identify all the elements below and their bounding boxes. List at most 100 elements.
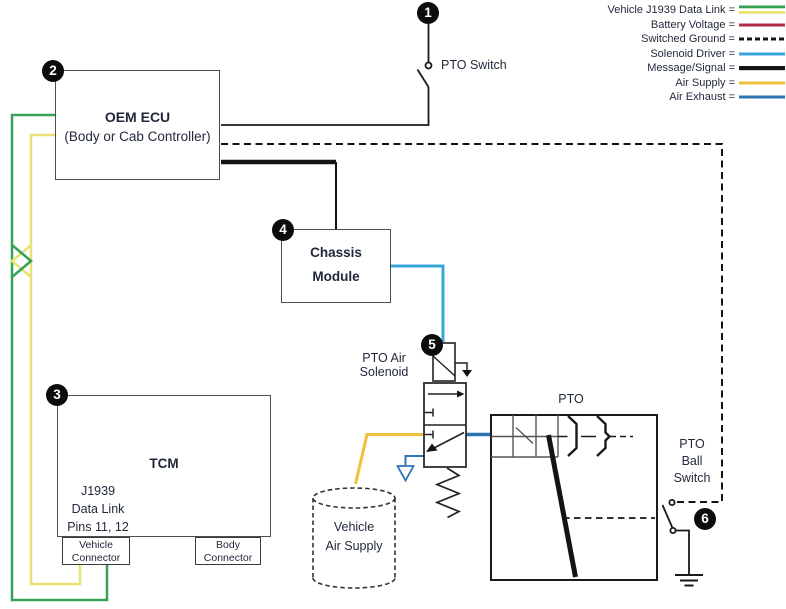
callout-3: 3: [46, 384, 68, 406]
exhaust-stub-line: [404, 455, 424, 465]
legend-swatch-air-exhaust: [739, 95, 785, 99]
switch-blade: [416, 69, 430, 88]
tcm-datalink-line3: Pins 11, 12: [67, 520, 129, 534]
tcm-datalink-line2: Data Link: [71, 502, 125, 516]
legend-row-switched-ground: Switched Ground =: [607, 32, 785, 47]
clutch-plate-1: [567, 415, 578, 457]
legend-swatch-air-supply: [739, 81, 785, 85]
legend-swatch-solenoid-driver: [739, 52, 785, 56]
legend-row-air-supply: Air Supply =: [607, 76, 785, 91]
legend-row-j1939: Vehicle J1939 Data Link =: [607, 3, 785, 18]
legend-label-air-exhaust: Air Exhaust =: [669, 91, 735, 104]
legend-label-battery: Battery Voltage =: [650, 18, 735, 31]
pto-housing: [490, 414, 658, 581]
tcm-box: [57, 395, 271, 537]
callout-5: 5: [421, 334, 443, 356]
ball-switch-top-contact: [668, 498, 676, 506]
air-supply-line: [354, 433, 424, 485]
vehicle-air-supply-label: Vehicle Air Supply: [312, 518, 396, 556]
vehicle-connector-line2: Connector: [71, 552, 121, 564]
pto-air-solenoid-line1: PTO Air: [362, 351, 406, 365]
switch-contact: [424, 61, 433, 70]
vehicle-air-supply-line1: Vehicle: [333, 520, 375, 534]
switch-to-ecu-wire: [221, 87, 430, 126]
legend-row-message-signal: Message/Signal =: [607, 61, 785, 76]
legend-swatch-message-signal: [739, 66, 785, 71]
body-connector-line2: Connector: [203, 552, 253, 564]
legend-row-solenoid-driver: Solenoid Driver =: [607, 47, 785, 62]
exhaust-port-symbol: [395, 465, 416, 483]
callout-4: 4: [272, 219, 294, 241]
legend-label-j1939: Vehicle J1939 Data Link =: [607, 4, 735, 17]
j1939-yellow-wire: [29, 133, 82, 586]
tcm-title: TCM: [149, 456, 179, 471]
pto-switch-label: PTO Switch: [441, 58, 507, 72]
tcm-datalink-text: J1939 Data Link Pins 11, 12: [54, 482, 142, 536]
tank-bottom: [312, 577, 396, 589]
vehicle-connector-box: Vehicle Connector: [62, 537, 130, 565]
pto-switch-circuit: [221, 24, 433, 126]
legend-label-message-signal: Message/Signal =: [647, 62, 735, 75]
oem-ecu-title: OEM ECU: [104, 109, 171, 125]
vehicle-connector-line1: Vehicle: [79, 539, 113, 551]
j1939-green-wire: [10, 113, 109, 602]
pto-ball-switch-line3: Switch: [673, 471, 711, 485]
oem-ecu-subtitle: (Body or Cab Controller): [64, 129, 211, 144]
valve-return-spring: [434, 467, 462, 519]
pto-label: PTO: [558, 392, 584, 406]
valve-bottom-flow-arrow: [426, 443, 438, 452]
tcm-datalink-line1: J1939: [80, 484, 116, 498]
legend-label-solenoid-driver: Solenoid Driver =: [650, 47, 735, 60]
clutch-plate-2: [596, 415, 612, 457]
legend-swatch-j1939: [739, 5, 785, 15]
valve-bottom-flow-line: [433, 431, 465, 449]
pto-air-solenoid-line2: Solenoid: [359, 365, 409, 379]
coil-ground-wire: [455, 362, 468, 370]
switched-ground-wire: [221, 143, 723, 503]
chassis-module-line1: Chassis: [310, 245, 362, 260]
pto-grid-diagonal: [515, 426, 534, 445]
air-valve-symbol: [423, 382, 467, 519]
valve-port-bottom: [424, 430, 434, 439]
shift-fork-lever: [546, 434, 578, 578]
ball-switch-bottom-contact: [669, 527, 677, 535]
oem-ecu-text: OEM ECU (Body or Cab Controller): [57, 108, 218, 146]
twist-crossover-green: [11, 244, 33, 278]
pto-ball-switch-line2: Ball: [681, 454, 703, 468]
legend: Vehicle J1939 Data Link = Battery Voltag…: [607, 3, 785, 105]
coil-diagonal: [432, 355, 456, 377]
ground-symbol: [675, 574, 703, 587]
twist-crossover-yellow: [10, 244, 32, 278]
body-connector-line1: Body: [216, 539, 240, 551]
ball-switch-blade: [661, 504, 674, 529]
valve-port-top: [424, 408, 434, 417]
tank-sides: [312, 498, 396, 578]
chassis-module-line2: Module: [312, 269, 360, 284]
body-connector-box: Body Connector: [195, 537, 261, 565]
ball-switch-ground-wire: [676, 529, 690, 574]
legend-row-battery: Battery Voltage =: [607, 18, 785, 33]
callout-2: 2: [42, 60, 64, 82]
chassis-module-text: Chassis Module: [281, 241, 391, 289]
pto-ball-switch-symbol: [661, 498, 703, 587]
vehicle-air-supply-line2: Air Supply: [325, 539, 383, 553]
legend-label-switched-ground: Switched Ground =: [641, 33, 735, 46]
legend-swatch-switched-ground: [739, 37, 785, 41]
chassis-module-box: [281, 229, 391, 303]
callout-1: 1: [417, 2, 439, 24]
pto-ball-switch-line1: PTO: [679, 437, 705, 451]
air-tank-symbol: [312, 487, 396, 589]
coil-ground-arrow: [462, 370, 472, 377]
legend-label-air-supply: Air Supply =: [675, 76, 735, 89]
pto-air-solenoid-label: PTO Air Solenoid: [348, 351, 420, 379]
oem-ecu-box: [55, 70, 220, 180]
tank-top: [312, 487, 396, 509]
pto-ball-switch-label: PTO Ball Switch: [663, 436, 721, 487]
legend-row-air-exhaust: Air Exhaust =: [607, 90, 785, 105]
callout-6: 6: [694, 508, 716, 530]
legend-swatch-battery: [739, 23, 785, 27]
solenoid-driver-wire: [391, 264, 445, 342]
valve-top-flow-arrow: [457, 390, 465, 398]
